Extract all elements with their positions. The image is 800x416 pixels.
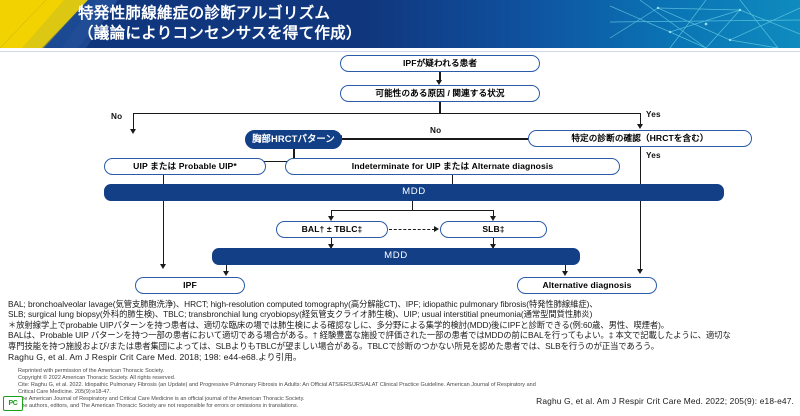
connector-yes-long-down <box>640 147 642 271</box>
connector-uip-to-mdd1 <box>163 175 165 185</box>
connector-yes-to-specific-dx <box>640 113 642 126</box>
footnote-abbreviations: BAL; bronchoalveolar lavage(気管支肺胞洗浄)、HRC… <box>8 299 731 351</box>
connector-bal-to-mdd2 <box>331 238 333 248</box>
arrowhead-bal-to-mdd2 <box>328 244 335 249</box>
arrowhead-slb-to-mdd2 <box>490 244 497 249</box>
edge-label-no-left: No <box>111 112 123 121</box>
connector-bus-to-bal <box>331 209 333 219</box>
arrowhead-mdd1-to-ipf <box>160 264 167 269</box>
node-mdd-second[interactable]: MDD <box>212 248 580 265</box>
diagnostic-flowchart: IPFが疑われる患者 可能性のある原因 / 関連する状況 No Yes 特定の診… <box>0 52 800 300</box>
node-chest-hrct-pattern[interactable]: 胸部HRCTパターン <box>245 130 342 149</box>
connector-mdd2-to-alternative <box>565 265 567 274</box>
header-left-decoration <box>0 0 118 48</box>
header-network-lines-graphic <box>610 0 800 48</box>
node-specific-diagnosis[interactable]: 特定の診断の確認（HRCTを含む） <box>528 130 752 147</box>
arrowhead-mdd2-to-ipf <box>223 271 230 276</box>
header-divider-shadow <box>0 51 800 52</box>
connector-mdd2-to-ipf <box>226 265 228 274</box>
node-slb[interactable]: SLB‡ <box>440 221 547 238</box>
arrowhead-bal-to-slb <box>434 226 439 232</box>
connector-suspected-to-causes <box>439 72 441 82</box>
arrowhead-no-to-hrct <box>130 129 137 134</box>
arrowhead-yes-to-specific-dx <box>637 124 644 129</box>
page-title: 特発性肺線維症の診断アルゴリズム （議論によりコンセンサスを得て作成） <box>78 5 362 42</box>
arrowhead-yes-to-alternative <box>637 269 644 274</box>
connector-causes-bus <box>133 113 641 115</box>
edge-label-yes-top: Yes <box>646 110 661 119</box>
arrowhead-mdd2-to-alternative <box>562 271 569 276</box>
node-bal-tblc[interactable]: BAL† ± TBLC‡ <box>276 221 388 238</box>
header-divider <box>0 48 800 51</box>
connector-indeterminate-to-mdd1 <box>452 175 454 185</box>
node-uip-or-probable-uip[interactable]: UIP または Probable UIP* <box>104 158 266 175</box>
connector-bal-slb-bus <box>331 209 494 211</box>
connector-bus-to-slb <box>493 209 495 219</box>
header-right-decoration <box>610 0 800 48</box>
pc-badge-icon: PC <box>3 396 23 411</box>
reprint-permission-text: Reprinted with permission of the America… <box>18 368 536 410</box>
connector-hrct-stem <box>293 149 295 162</box>
arrowhead-bus-to-slb <box>490 216 497 221</box>
connector-specific-dx-to-hrct <box>342 138 528 140</box>
node-possible-causes[interactable]: 可能性のある原因 / 関連する状況 <box>340 85 540 102</box>
connector-causes-stem <box>439 102 441 114</box>
edge-label-yes-side: Yes <box>646 151 661 160</box>
arrowhead-bus-to-bal <box>328 216 335 221</box>
node-ipf-outcome[interactable]: IPF <box>135 277 245 294</box>
node-suspected-ipf[interactable]: IPFが疑われる患者 <box>340 55 540 72</box>
node-indeterminate-or-alternate[interactable]: Indeterminate for UIP または Alternate diag… <box>285 158 620 175</box>
connector-mdd1-to-ipf <box>163 201 165 266</box>
citation-bottom-right: Raghu G, et al. Am J Respir Crit Care Me… <box>536 396 794 406</box>
arrowhead-suspected-to-causes <box>436 80 443 85</box>
connector-bal-to-slb-dashed <box>389 229 435 231</box>
node-alternative-diagnosis-outcome[interactable]: Alternative diagnosis <box>517 277 657 294</box>
connector-no-to-hrct <box>133 113 135 131</box>
node-mdd-first[interactable]: MDD <box>104 184 724 201</box>
connector-slb-to-mdd2 <box>493 238 495 248</box>
connector-mdd1-split-stem <box>412 201 414 211</box>
edge-label-no-mid: No <box>430 126 442 135</box>
slide-header: 特発性肺線維症の診断アルゴリズム （議論によりコンセンサスを得て作成） <box>0 0 800 48</box>
header-left-chevron-graphic <box>0 0 118 48</box>
citation-primary: Raghu G, et al. Am J Respir Crit Care Me… <box>8 352 302 362</box>
